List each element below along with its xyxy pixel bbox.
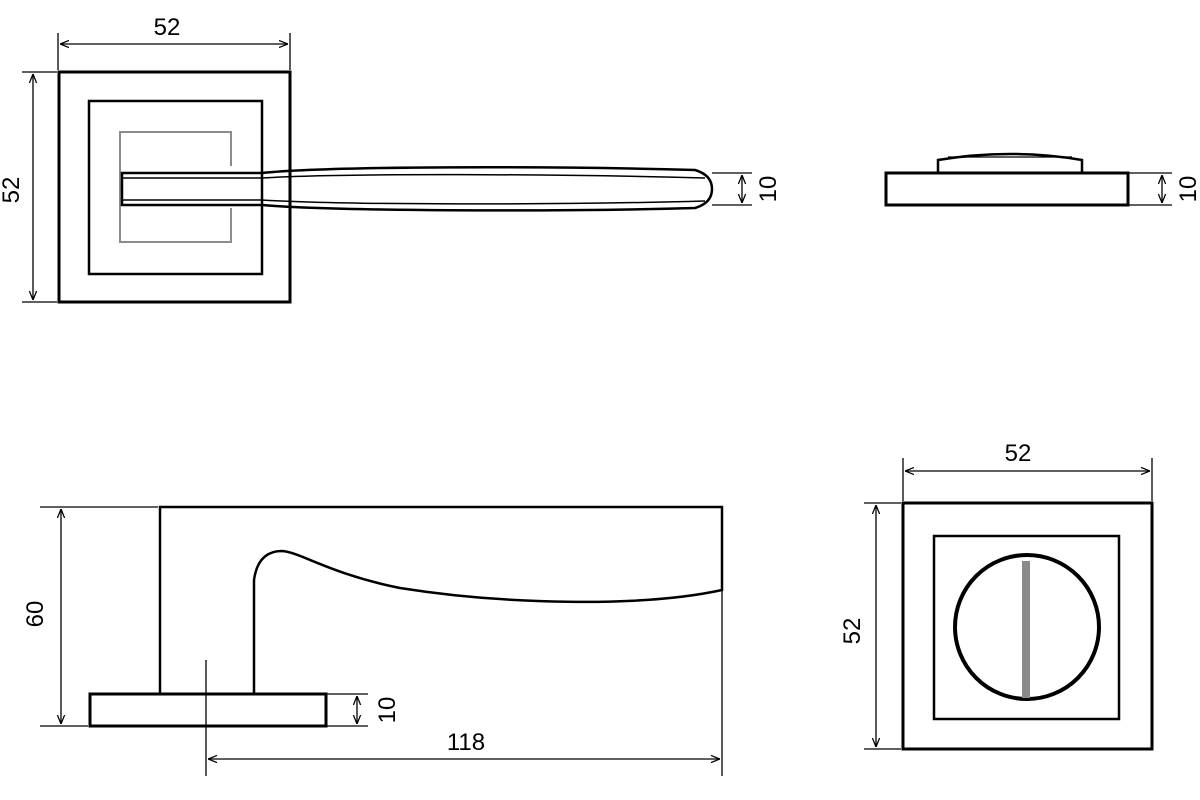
side-height-label: 60 — [22, 601, 49, 628]
turn-thickness-label: 10 — [1175, 176, 1200, 203]
lever-outline — [120, 166, 714, 212]
turn-base-plate — [884, 171, 1130, 207]
length-label: 118 — [447, 729, 485, 756]
height-label: 52 — [0, 177, 25, 204]
rose-inner-square — [119, 131, 232, 243]
front-handle-view: 52 52 10 — [0, 14, 782, 304]
turn-front-view: 52 52 — [839, 440, 1154, 751]
lever-inner-line — [122, 173, 706, 179]
width-label: 52 — [154, 14, 181, 41]
turn-side-view: 10 — [884, 152, 1200, 207]
turn-knob-circle — [953, 553, 1101, 701]
rose-middle-square — [87, 99, 264, 276]
rose-side-plate — [88, 692, 328, 728]
turn-outer-square — [901, 501, 1154, 751]
lever-thickness-label: 10 — [755, 176, 782, 203]
side-handle-view: 60 10 118 — [22, 505, 724, 776]
turn-width-label: 52 — [1005, 440, 1032, 467]
turn-inner-square — [932, 534, 1121, 721]
lever-side-profile — [158, 505, 724, 694]
lever-inner-line-lower — [122, 199, 706, 205]
rose-outer-square — [57, 70, 292, 304]
rose-thickness-label: 10 — [374, 697, 401, 724]
turn-knob-profile — [936, 152, 1084, 173]
turn-slot-indicator — [1022, 561, 1030, 698]
turn-height-label: 52 — [839, 618, 866, 645]
